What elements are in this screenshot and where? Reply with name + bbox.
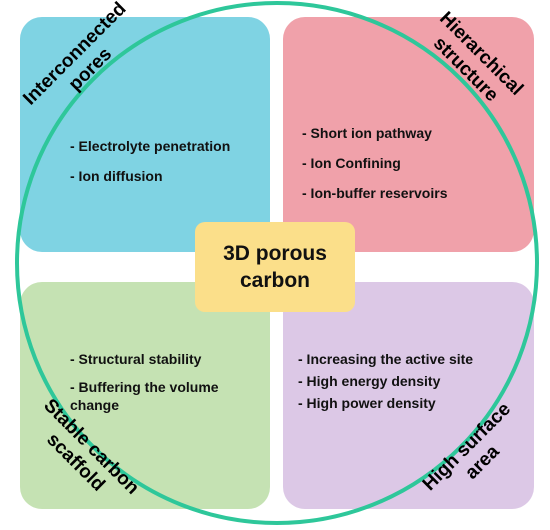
quadrant-hierarchical-structure [283,17,534,252]
bullet-list-interconnected-pores: - Electrolyte penetration - Ion diffusio… [70,137,230,197]
bullet-item: - Buffering the volume change [70,379,219,413]
bullet-item: - Short ion pathway [302,125,432,141]
bullet-item: - High power density [298,395,436,411]
bullet-item: - Ion diffusion [70,168,163,184]
bullet-item: - Electrolyte penetration [70,138,231,154]
bullet-list-hierarchical-structure: - Short ion pathway - Ion Confining - Io… [302,124,447,214]
quadrant-stable-carbon-scaffold [20,282,270,509]
bullet-item: - Ion Confining [302,155,401,171]
bullet-list-high-surface-area: - Increasing the active site - High ener… [298,350,483,416]
bullet-item: - Increasing the active site [298,351,474,367]
bullet-item: - High energy density [298,373,441,389]
center-label-line1: 3D porous [223,242,327,265]
center-label-line2: carbon [239,269,310,292]
bullet-list-stable-carbon-scaffold: - Structural stability - Buffering the v… [70,350,260,418]
quadrant-interconnected-pores [20,17,270,252]
quadrant-high-surface-area [283,282,534,509]
bullet-item: - Ion-buffer reservoirs [302,185,448,201]
bullet-item: - Structural stability [70,351,202,367]
center-label-box: 3D porous carbon [195,222,355,312]
